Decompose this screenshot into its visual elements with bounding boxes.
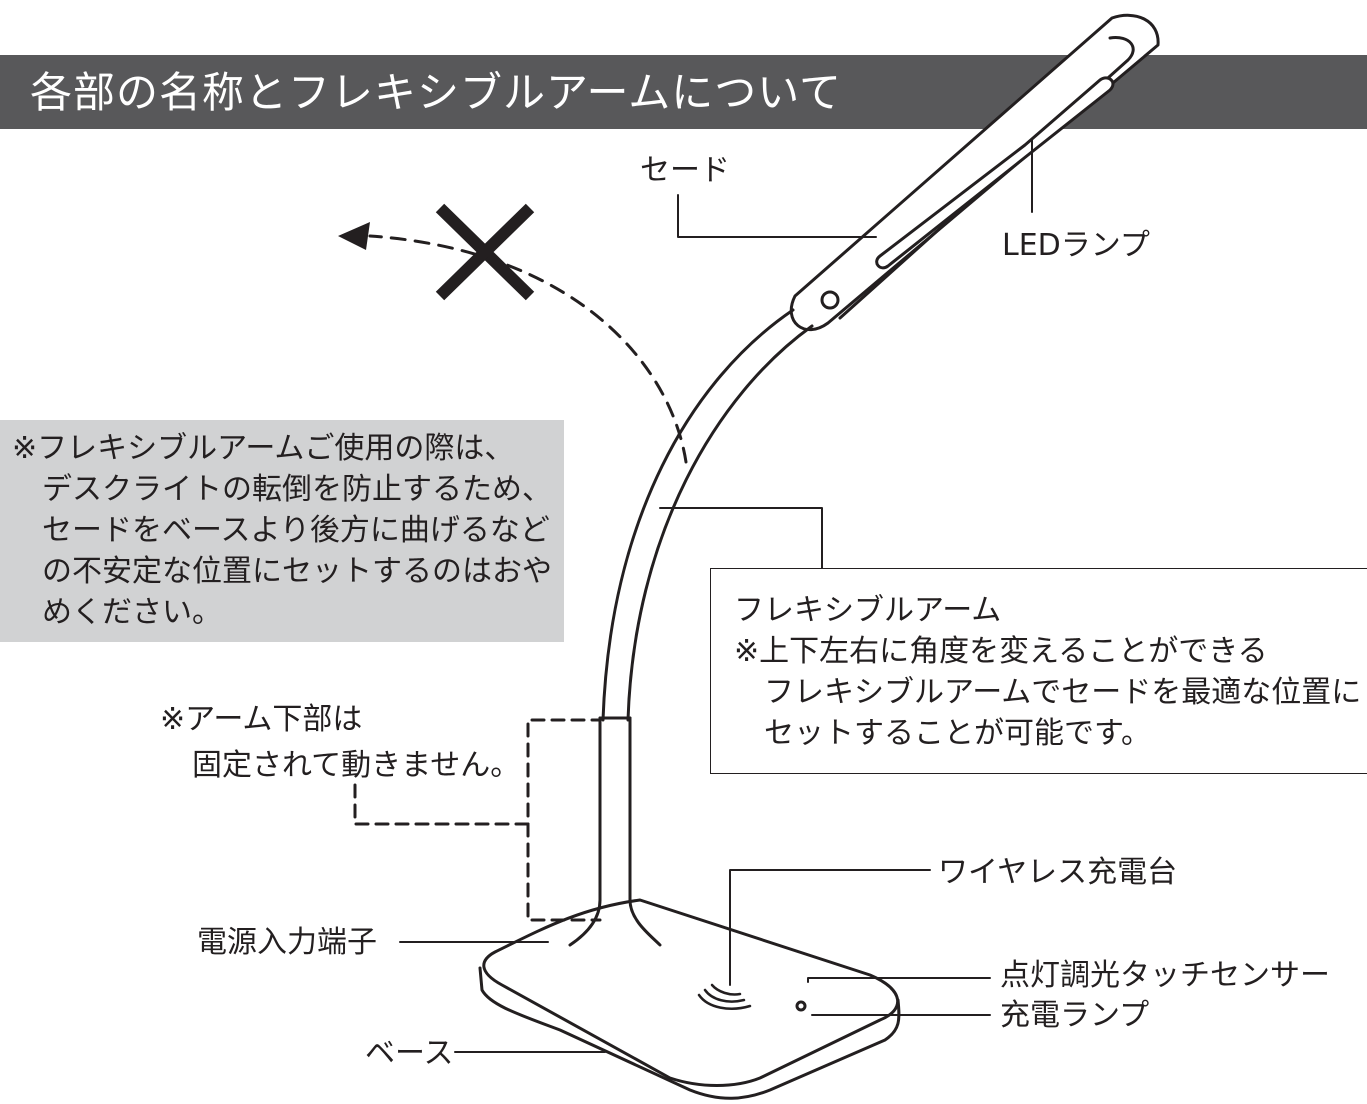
touch-sensor-dot: [795, 1000, 807, 1012]
caution-line: デスクライトの転倒を防止するため、: [42, 472, 552, 507]
flex-arm-right-edge: [626, 324, 814, 722]
label-wireless-charger: ワイヤレス充電台: [938, 855, 1178, 890]
bend-arc: [368, 234, 688, 464]
shade-outline: [789, 13, 1160, 332]
led-lamp-strip: [875, 76, 1115, 270]
caution-line: めください。: [42, 595, 222, 630]
flex-arm-line: ※上下左右に角度を変えることができる: [734, 634, 1268, 669]
fixed-note-line-1: ※アーム下部は: [160, 702, 363, 737]
label-charge-lamp: 充電ランプ: [1000, 998, 1150, 1033]
label-shade: セード: [640, 153, 730, 188]
fixed-arm: [598, 716, 632, 902]
label-base: ベース: [365, 1036, 454, 1071]
flex-arm-note-box: [710, 568, 1367, 774]
flex-arm-line: セットすることが可能です。: [764, 716, 1151, 751]
caution-line: ※フレキシブルアームご使用の際は、: [12, 431, 515, 466]
caution-box: [0, 420, 564, 642]
caution-line: セードをベースより後方に曲げるなど: [42, 513, 550, 548]
header-bar: [0, 55, 1367, 129]
flex-arm-title: フレキシブルアーム: [734, 593, 1002, 628]
caution-line: の不安定な位置にセットするのはおや: [42, 554, 552, 589]
arrow-head: [338, 222, 370, 250]
page-title: 各部の名称とフレキシブルアームについて: [30, 68, 842, 117]
flex-arm-note: フレキシブルアーム ※上下左右に角度を変えることができる フレキシブルアームでセ…: [734, 590, 1361, 754]
shade-hinge: [820, 290, 840, 310]
wireless-icon: [697, 983, 752, 1010]
cross-icon: [435, 203, 535, 301]
label-power-terminal: 電源入力端子: [197, 925, 377, 960]
label-touch-sensor: 点灯調光タッチセンサー: [1000, 958, 1330, 993]
label-led-lamp: LEDランプ: [1002, 228, 1150, 263]
flex-arm-line: フレキシブルアームでセードを最適な位置に: [764, 675, 1362, 710]
base-top: [482, 898, 899, 1087]
caution-text: ※フレキシブルアームご使用の際は、 デスクライトの転倒を防止するため、 セードを…: [12, 428, 552, 633]
fixed-note-line-2: 固定されて動きません。: [192, 748, 521, 783]
flex-arm-left-edge: [601, 308, 795, 722]
base-side: [478, 966, 901, 1100]
shade-inner: [838, 36, 1135, 320]
